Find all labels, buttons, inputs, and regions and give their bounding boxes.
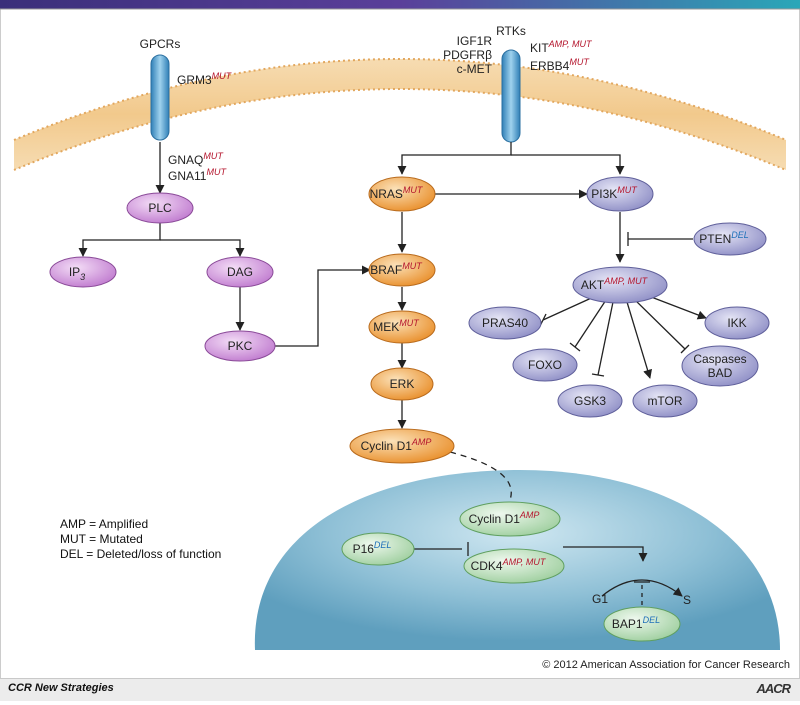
membrane-inner-edge (13, 88, 787, 171)
p16-node (341, 532, 415, 566)
gna11-label: GNA11MUT (168, 167, 227, 183)
caspases-label: Caspases (693, 352, 746, 366)
aacr-logo: AACR (756, 681, 791, 696)
cell-membrane (14, 59, 786, 170)
caspases-bad-node (681, 345, 759, 387)
g1-label: G1 (592, 592, 608, 606)
dag-label: DAG (227, 265, 253, 279)
s-label: S (683, 593, 691, 607)
nuclear-cyclin-d1-label: Cyclin D1AMP (469, 510, 540, 526)
foxo-label: FOXO (528, 358, 562, 372)
mtor-node (632, 384, 698, 418)
foxo-node (512, 348, 578, 382)
akt-label: AKTAMP, MUT (581, 276, 649, 292)
kit-label: KITAMP, MUT (530, 39, 593, 55)
legend-del: DEL = Deleted/loss of function (60, 547, 221, 561)
ikk-node (704, 306, 770, 340)
bad-label: BAD (708, 366, 733, 380)
akt-node (572, 266, 668, 304)
erk-label: ERK (390, 377, 415, 391)
plc-node (126, 192, 194, 224)
pi3k-node (586, 176, 654, 212)
mek-label: MEKMUT (373, 318, 420, 334)
copyright-notice: © 2012 American Association for Cancer R… (542, 659, 790, 671)
gpcr-receptor (150, 54, 170, 141)
mtor-label: mTOR (647, 394, 682, 408)
igf1r-label: IGF1R (457, 34, 493, 48)
ip3-label: IP3 (69, 265, 85, 282)
top-banner (0, 0, 800, 9)
rtks-label: RTKs (496, 24, 526, 38)
gsk3-node (557, 384, 623, 418)
pdgfrb-label: PDGFRβ (443, 48, 492, 62)
cdk4-label: CDK4AMP, MUT (471, 557, 547, 573)
pkc-node (204, 330, 276, 362)
cyclin-d1-node (349, 428, 455, 464)
rtk-receptor (501, 49, 521, 143)
gnaq-label: GNAQMUT (168, 151, 224, 167)
ip3-node (49, 256, 117, 288)
nuclear-cyclin-d1-node (459, 501, 561, 537)
plc-label: PLC (148, 201, 172, 215)
pkc-label: PKC (228, 339, 253, 353)
bap1-label: BAP1DEL (612, 615, 660, 631)
grm3-label: GRM3MUT (177, 71, 233, 87)
pras40-label: PRAS40 (482, 316, 528, 330)
erbb4-label: ERBB4MUT (530, 57, 590, 73)
pathway-connectors (78, 142, 707, 605)
series-title: CCR New Strategies (8, 682, 114, 694)
braf-label: BRAFMUT (370, 261, 423, 277)
gpcrs-label: GPCRs (140, 37, 181, 51)
pten-node (693, 222, 767, 256)
membrane-outer-edge (13, 58, 787, 141)
erk-node (370, 367, 434, 401)
gsk3-label: GSK3 (574, 394, 606, 408)
legend-mut: MUT = Mutated (60, 532, 143, 546)
cdk4-node (463, 548, 565, 584)
cyclin-d1-label: Cyclin D1AMP (361, 437, 432, 453)
nras-label: NRASMUT (370, 185, 424, 201)
pi3k-label: PI3KMUT (591, 185, 638, 201)
legend-amp: AMP = Amplified (60, 517, 148, 531)
ikk-label: IKK (727, 316, 746, 330)
bap1-node (603, 606, 681, 642)
braf-node (368, 253, 436, 287)
mek-node (368, 310, 436, 344)
pten-label: PTENDEL (699, 230, 749, 246)
dag-node (206, 256, 274, 288)
cmet-label: c-MET (457, 62, 493, 76)
footer-bar (0, 678, 800, 701)
p16-label: P16DEL (353, 540, 392, 556)
pras40-node (468, 306, 542, 340)
nras-node (368, 176, 436, 212)
